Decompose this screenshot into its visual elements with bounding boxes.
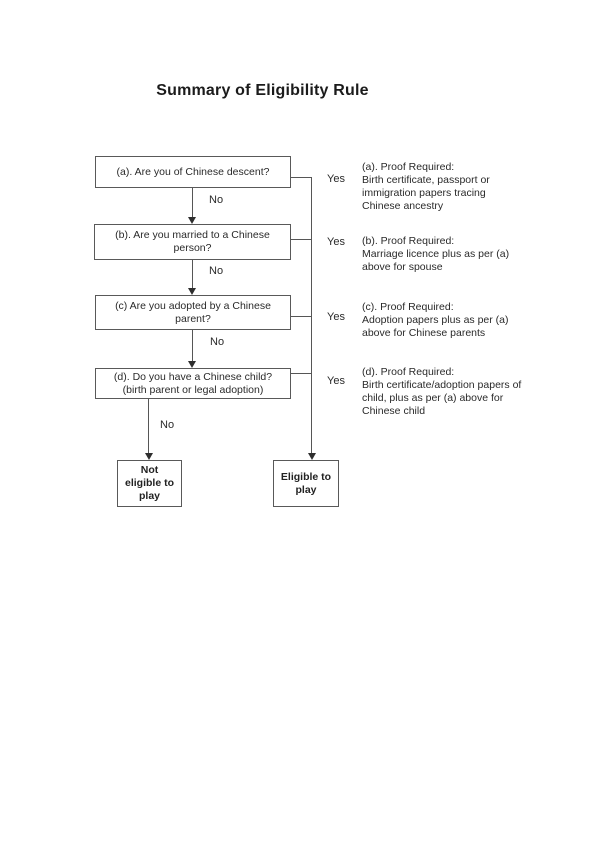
connector-d-to-not-eligible-line [148, 399, 149, 454]
decision-box-a: (a). Are you of Chinese descent? [95, 156, 291, 188]
yes-branch-a-line [291, 177, 312, 178]
proof-heading-c: (c). Proof Required: [362, 301, 454, 313]
yes-branch-c-line [291, 316, 312, 317]
yes-label-b: Yes [327, 236, 345, 248]
connector-a-to-b-line [192, 188, 193, 218]
proof-note-c: (c). Proof Required: Adoption papers plu… [362, 301, 567, 340]
decision-box-b: (b). Are you married to a Chinese person… [94, 224, 291, 260]
proof-heading-b: (b). Proof Required: [362, 235, 455, 247]
proof-heading-a: (a). Proof Required: [362, 161, 455, 173]
yes-label-c: Yes [327, 311, 345, 323]
connector-b-to-c-line [192, 260, 193, 289]
arrowhead-yes-to-eligible-icon [308, 453, 316, 460]
decision-box-d: (d). Do you have a Chinese child? (birth… [95, 368, 291, 399]
arrowhead-a-to-b-icon [188, 217, 196, 224]
proof-body-b: Marriage licence plus as per (a) above f… [362, 248, 510, 273]
arrowhead-d-to-not-eligible-icon [145, 453, 153, 460]
page-title: Summary of Eligibility Rule [156, 82, 369, 99]
yes-label-d: Yes [327, 375, 345, 387]
yes-label-a: Yes [327, 173, 345, 185]
yes-branch-d-line [291, 373, 312, 374]
arrowhead-b-to-c-icon [188, 288, 196, 295]
proof-heading-d: (d). Proof Required: [362, 366, 455, 378]
decision-box-c: (c) Are you adopted by a Chinese parent? [95, 295, 291, 330]
no-label-b: No [209, 265, 224, 277]
proof-note-d: (d). Proof Required: Birth certificate/a… [362, 366, 567, 418]
no-label-c: No [210, 336, 225, 348]
connector-c-to-d-line [192, 330, 193, 362]
proof-body-d: Birth certificate/adoption papers of chi… [362, 379, 522, 417]
yes-branch-b-line [291, 239, 312, 240]
proof-body-a: Birth certificate, passport or immigrati… [362, 174, 490, 212]
outcome-box-not-eligible: Not eligible to play [117, 460, 182, 507]
proof-note-a: (a). Proof Required: Birth certificate, … [362, 161, 567, 213]
outcome-box-eligible: Eligible to play [273, 460, 339, 507]
proof-body-c: Adoption papers plus as per (a) above fo… [362, 314, 509, 339]
no-label-d: No [160, 419, 175, 431]
no-label-a: No [209, 194, 224, 206]
proof-note-b: (b). Proof Required: Marriage licence pl… [362, 235, 567, 274]
arrowhead-c-to-d-icon [188, 361, 196, 368]
yes-trunk-line [311, 177, 312, 454]
